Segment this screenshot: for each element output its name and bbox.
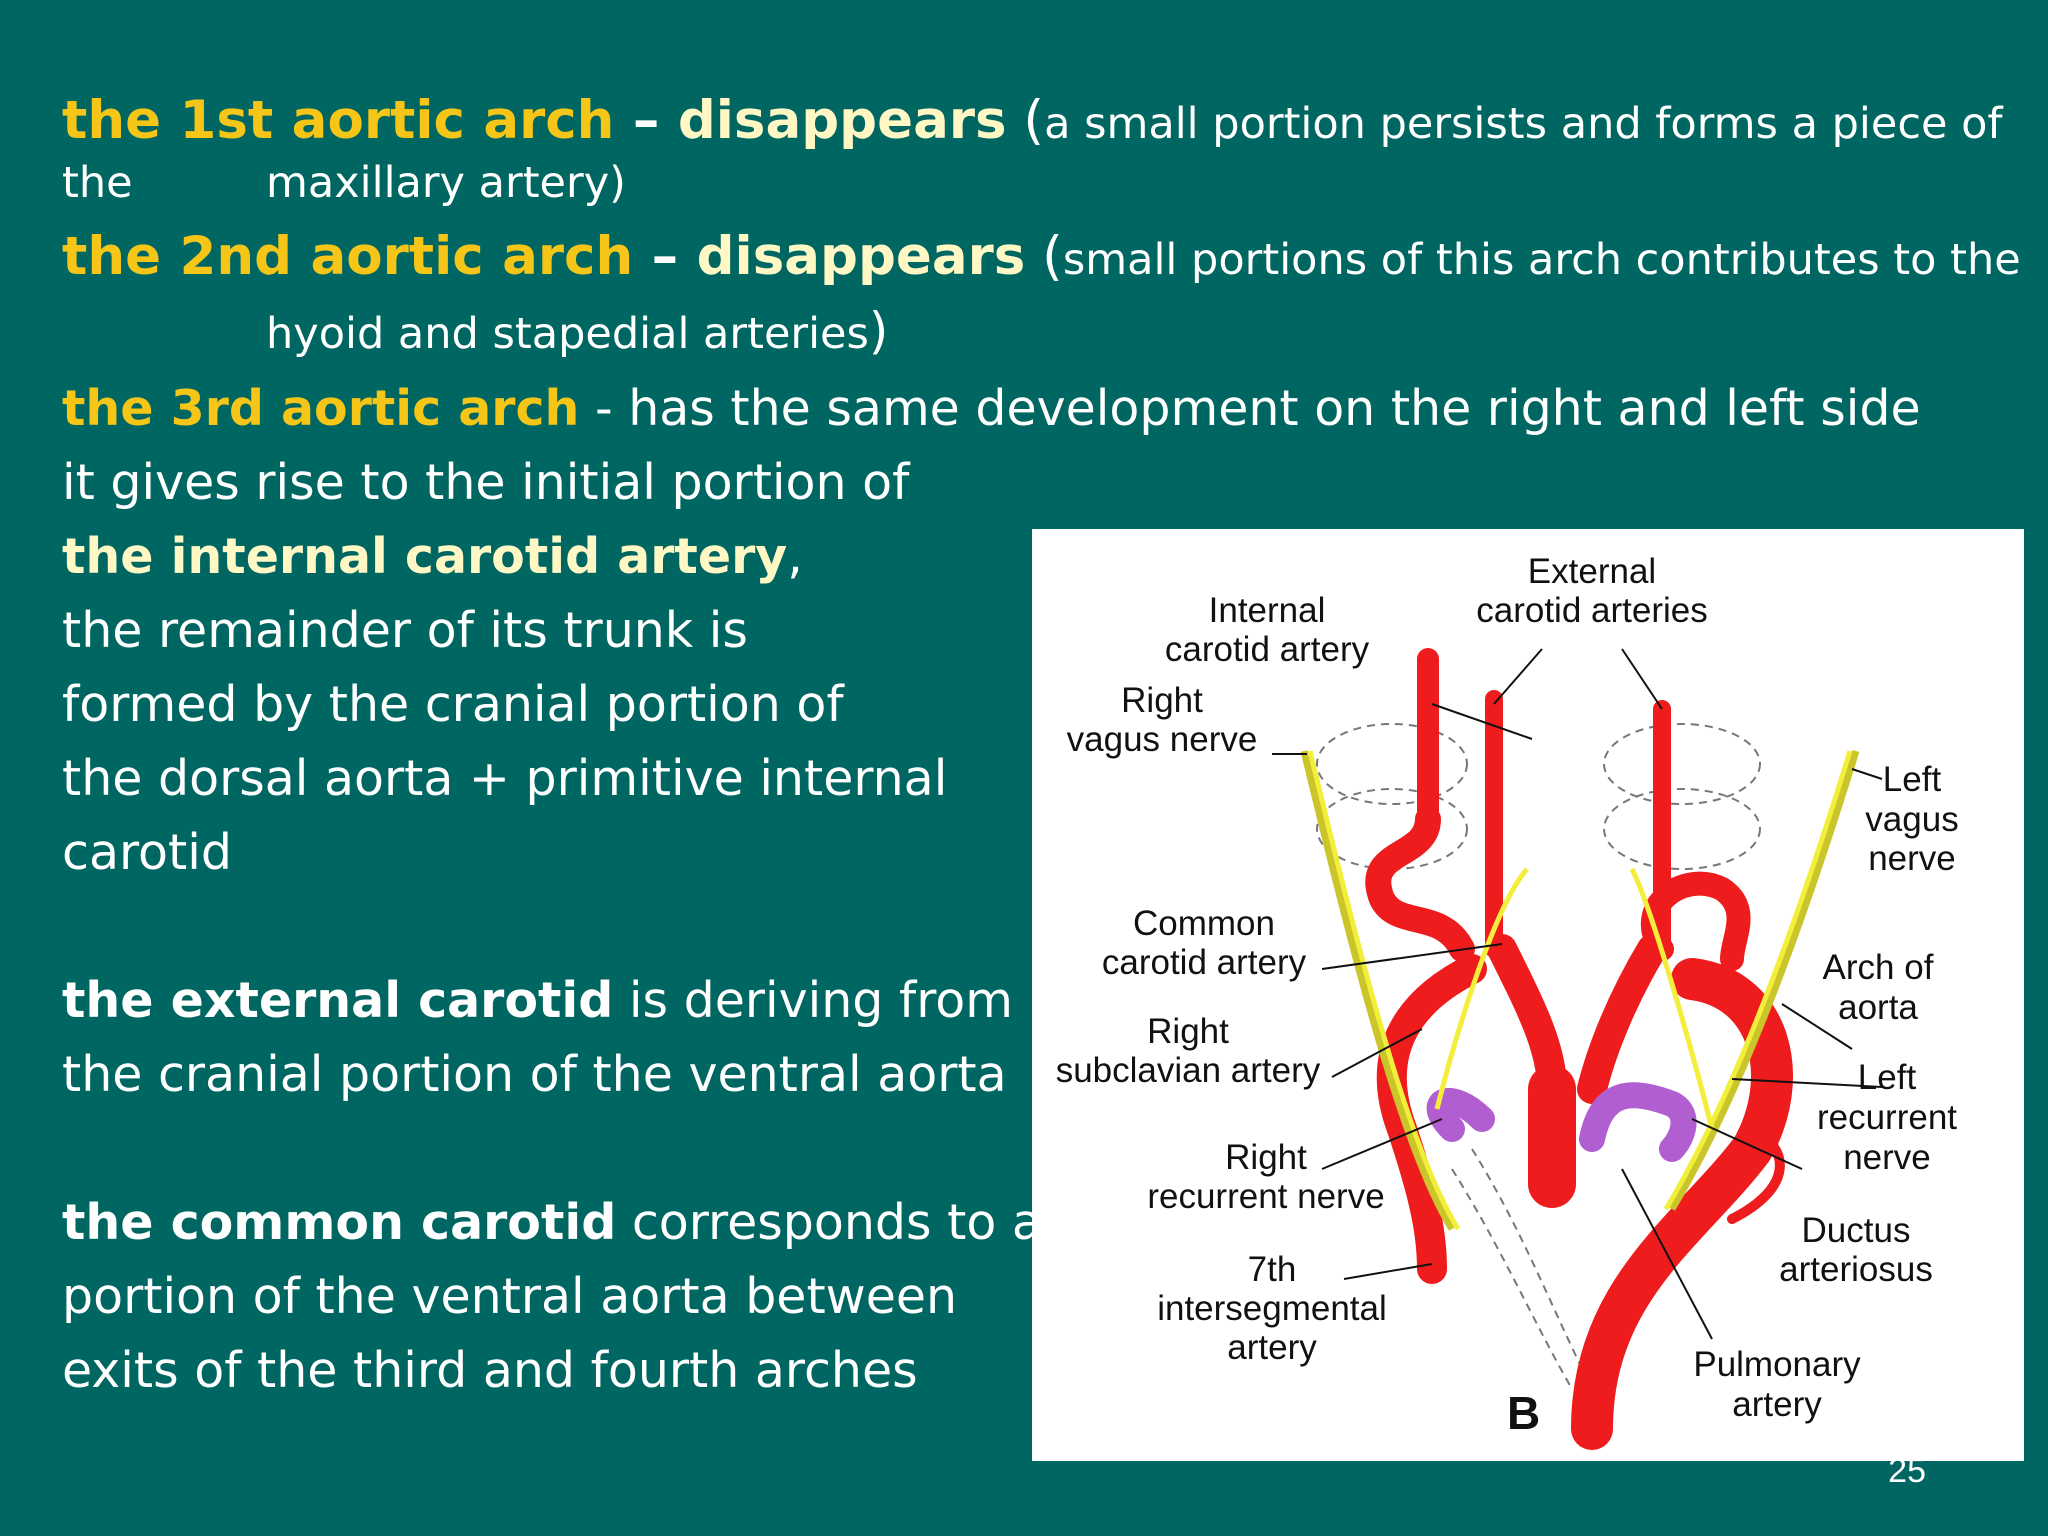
aortic-arch-diagram: External carotid arteries Internal carot… xyxy=(1032,529,2024,1461)
label-right-recurrent-2: recurrent nerve xyxy=(1147,1177,1384,1216)
label-pulmonary-1: Pulmonary xyxy=(1693,1345,1861,1384)
arch2-note-text: hyoid and stapedial arteries xyxy=(266,309,869,359)
pulmonary-artery xyxy=(1426,1082,1697,1162)
label-left-vagus-2: vagus xyxy=(1865,800,1958,839)
label-right-vagus-1: Right xyxy=(1121,681,1203,720)
panel-label: B xyxy=(1507,1387,1540,1439)
para-external: the external carotid is deriving from xyxy=(62,972,1013,1029)
label-arch-2: aorta xyxy=(1838,988,1918,1027)
label-right-vagus-2: vagus nerve xyxy=(1067,720,1258,759)
line-arch1: the 1st aortic arch – disappears (a smal… xyxy=(62,90,2003,151)
arch2-fate: disappears xyxy=(696,226,1026,287)
line-arch2: the 2nd aortic arch – disappears (small … xyxy=(62,226,2021,287)
para-initial: it gives rise to the initial portion of xyxy=(62,454,910,511)
arch1-note-the: the xyxy=(62,158,133,208)
para-portion: portion of the ventral aorta between xyxy=(62,1268,958,1325)
label-external-2: carotid arteries xyxy=(1476,591,1707,630)
common-desc: corresponds to a xyxy=(616,1194,1042,1251)
label-ductus-1: Ductus xyxy=(1802,1211,1911,1250)
nerves xyxy=(1300,749,1860,1231)
dashed-vessels xyxy=(1316,723,1761,1390)
label-common-2: carotid artery xyxy=(1102,943,1307,982)
comma: , xyxy=(787,528,803,585)
label-seventh-3: artery xyxy=(1227,1328,1317,1367)
para-cranial: the cranial portion of the ventral aorta xyxy=(62,1046,1007,1103)
para-formed: formed by the cranial portion of xyxy=(62,676,844,733)
arteries xyxy=(1365,648,1793,1450)
para-dorsal: the dorsal aorta + primitive internal xyxy=(62,750,948,807)
label-common-1: Common xyxy=(1133,904,1275,943)
paren-close: ) xyxy=(868,302,889,360)
label-arch-1: Arch of xyxy=(1823,948,1934,987)
external-carotid-term: the external carotid xyxy=(62,972,614,1029)
internal-carotid-term: the internal carotid artery xyxy=(62,528,788,585)
diagram-svg: External carotid arteries Internal carot… xyxy=(1056,552,1959,1450)
arch1-note: a small portion persists and forms a pie… xyxy=(1044,99,2003,149)
label-right-subclavian-1: Right xyxy=(1147,1012,1229,1051)
dash: – xyxy=(614,90,678,151)
label-left-recurrent-1: Left xyxy=(1858,1058,1917,1097)
para-internal: the internal carotid artery, xyxy=(62,528,803,585)
label-internal-1: Internal xyxy=(1209,591,1326,630)
arch1-title: the 1st aortic arch xyxy=(62,90,615,151)
para-carotid: carotid xyxy=(62,824,232,881)
common-carotid-term: the common carotid xyxy=(62,1194,617,1251)
para-common: the common carotid corresponds to a xyxy=(62,1194,1042,1251)
arch2-note-cont: hyoid and stapedial arteries) xyxy=(266,302,888,360)
label-external-1: External xyxy=(1528,552,1656,591)
label-left-vagus-3: nerve xyxy=(1868,839,1956,878)
external-desc: is deriving from xyxy=(613,972,1013,1029)
label-left-recurrent-3: nerve xyxy=(1843,1138,1931,1177)
line-arch3: the 3rd aortic arch - has the same devel… xyxy=(62,380,1921,437)
figure-labels: External carotid arteries Internal carot… xyxy=(1056,552,1959,1439)
arch2-note: small portions of this arch contributes … xyxy=(1062,235,2021,285)
arch3-desc: - has the same development on the right … xyxy=(579,380,1921,437)
label-right-subclavian-2: subclavian artery xyxy=(1056,1051,1321,1090)
label-internal-2: carotid artery xyxy=(1165,630,1370,669)
label-seventh-1: 7th xyxy=(1248,1250,1297,1289)
label-right-recurrent-1: Right xyxy=(1225,1138,1307,1177)
label-pulmonary-2: artery xyxy=(1732,1385,1822,1424)
label-left-recurrent-2: recurrent xyxy=(1817,1098,1957,1137)
label-seventh-2: intersegmental xyxy=(1157,1289,1387,1328)
page-number: 25 xyxy=(1888,1452,1926,1490)
para-remainder: the remainder of its trunk is xyxy=(62,602,748,659)
paren: ( xyxy=(1006,90,1045,151)
para-exits: exits of the third and fourth arches xyxy=(62,1342,918,1399)
label-ductus-2: arteriosus xyxy=(1779,1250,1933,1289)
arch1-note-cont: maxillary artery) xyxy=(266,158,626,208)
arch1-fate: disappears xyxy=(677,90,1007,151)
dash: – xyxy=(633,226,697,287)
leader-lines xyxy=(1272,648,1883,1340)
label-left-vagus-1: Left xyxy=(1883,760,1942,799)
paren: ( xyxy=(1025,226,1063,287)
arch3-title: the 3rd aortic arch xyxy=(62,380,580,437)
arch2-title: the 2nd aortic arch xyxy=(62,226,634,287)
